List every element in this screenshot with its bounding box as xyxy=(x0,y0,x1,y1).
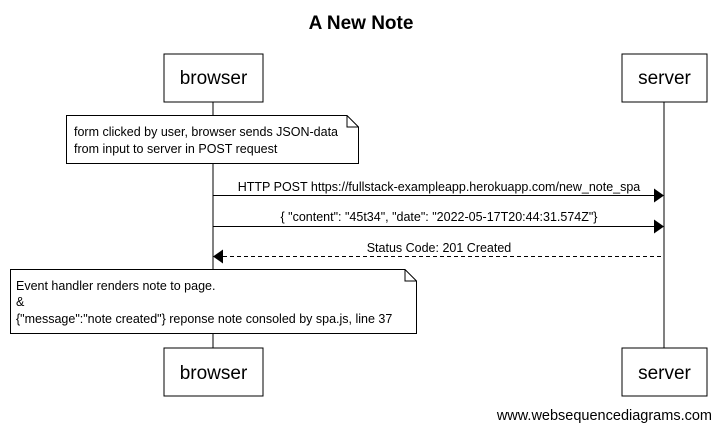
note-2-line-3: {"message":"note created"} reponse note … xyxy=(16,312,392,326)
watermark: www.websequencediagrams.com xyxy=(496,408,712,424)
note-2: Event handler renders note to page. & {"… xyxy=(10,269,417,334)
message-3: Status Code: 201 Created xyxy=(213,241,664,264)
note-2-line-2: & xyxy=(16,295,25,309)
message-2-arrowhead xyxy=(654,219,664,234)
participant-browser-label: browser xyxy=(180,363,248,384)
participant-server-label: server xyxy=(638,363,691,384)
participant-server-label: server xyxy=(638,68,691,89)
message-1-arrowhead xyxy=(654,188,664,203)
note-1-line-2: from input to server in POST request xyxy=(74,142,278,156)
message-1: HTTP POST https://fullstack-exampleapp.h… xyxy=(213,180,664,203)
note-1: form clicked by user, browser sends JSON… xyxy=(66,115,359,164)
participant-browser-label: browser xyxy=(180,68,248,89)
message-1-label: HTTP POST https://fullstack-exampleapp.h… xyxy=(238,180,641,194)
participant-server-bottom: server xyxy=(621,347,708,397)
note-1-line-1: form clicked by user, browser sends JSON… xyxy=(74,125,338,139)
participant-browser-top: browser xyxy=(163,53,264,103)
message-2-label: { "content": "45t34", "date": "2022-05-1… xyxy=(281,210,598,224)
message-3-arrowhead xyxy=(213,249,223,264)
message-2: { "content": "45t34", "date": "2022-05-1… xyxy=(213,210,664,234)
participant-browser-bottom: browser xyxy=(163,347,264,397)
message-3-label: Status Code: 201 Created xyxy=(367,241,512,255)
note-2-line-1: Event handler renders note to page. xyxy=(16,279,215,293)
diagram-title: A New Note xyxy=(309,13,414,34)
participant-server-top: server xyxy=(621,53,708,103)
